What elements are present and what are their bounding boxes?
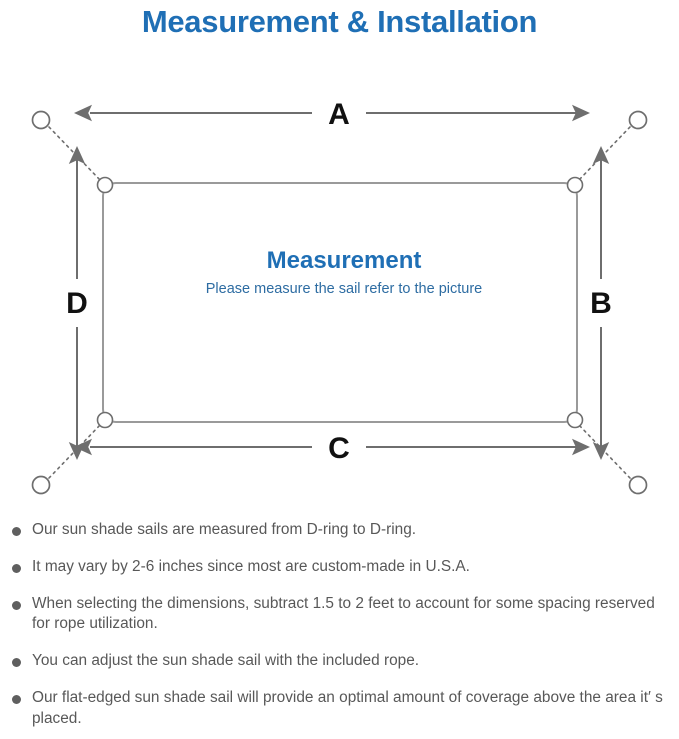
rope-top-left <box>48 126 102 182</box>
diagram-center-title: Measurement <box>267 247 422 274</box>
sail-body <box>102 182 578 423</box>
anchor-ring-bottom-left <box>31 475 51 495</box>
rope-top-right <box>577 126 631 182</box>
note-text: Our sun shade sails are measured from D-… <box>32 521 417 538</box>
bullet-icon <box>12 694 21 704</box>
bullet-icon <box>12 658 21 668</box>
list-item: Our flat-edged sun shade sail will provi… <box>12 688 665 730</box>
anchor-ring-top-right <box>628 110 648 130</box>
d-ring-top-left <box>96 176 114 194</box>
note-text: Our flat-edged sun shade sail will provi… <box>32 688 663 727</box>
dimension-label-c: C <box>328 432 350 465</box>
note-text: When selecting the dimensions, subtract … <box>32 594 655 633</box>
notes-list: Our sun shade sails are measured from D-… <box>0 520 679 730</box>
dimension-label-d: D <box>66 287 88 320</box>
bullet-icon <box>12 527 21 536</box>
anchor-ring-top-left <box>31 110 51 130</box>
bullet-icon <box>12 563 21 573</box>
note-text: You can adjust the sun shade sail with t… <box>32 652 420 670</box>
diagram-center-subtitle: Please measure the sail refer to the pic… <box>206 281 482 297</box>
list-item: You can adjust the sun shade sail with t… <box>12 651 665 672</box>
list-item: When selecting the dimensions, subtract … <box>12 594 665 636</box>
rope-bottom-left <box>48 423 102 479</box>
list-item: Our sun shade sails are measured from D-… <box>12 520 665 541</box>
dimension-label-a: A <box>328 98 350 131</box>
d-ring-bottom-right <box>566 411 584 429</box>
measurement-diagram: A C D B Measurement Please measure the s… <box>0 44 679 514</box>
rope-bottom-right <box>577 423 631 479</box>
dimension-label-b: B <box>590 287 612 320</box>
anchor-ring-bottom-right <box>628 475 648 495</box>
d-ring-top-right <box>566 176 584 194</box>
page-title: Measurement & Installation <box>141 4 538 39</box>
d-ring-bottom-left <box>96 411 114 429</box>
bullet-icon <box>12 600 21 610</box>
note-text: It may vary by 2-6 inches since most are… <box>32 557 470 575</box>
diagram-svg: A C D B Measurement Please measure the s… <box>31 98 648 495</box>
list-item: It may vary by 2-6 inches since most are… <box>12 557 665 578</box>
